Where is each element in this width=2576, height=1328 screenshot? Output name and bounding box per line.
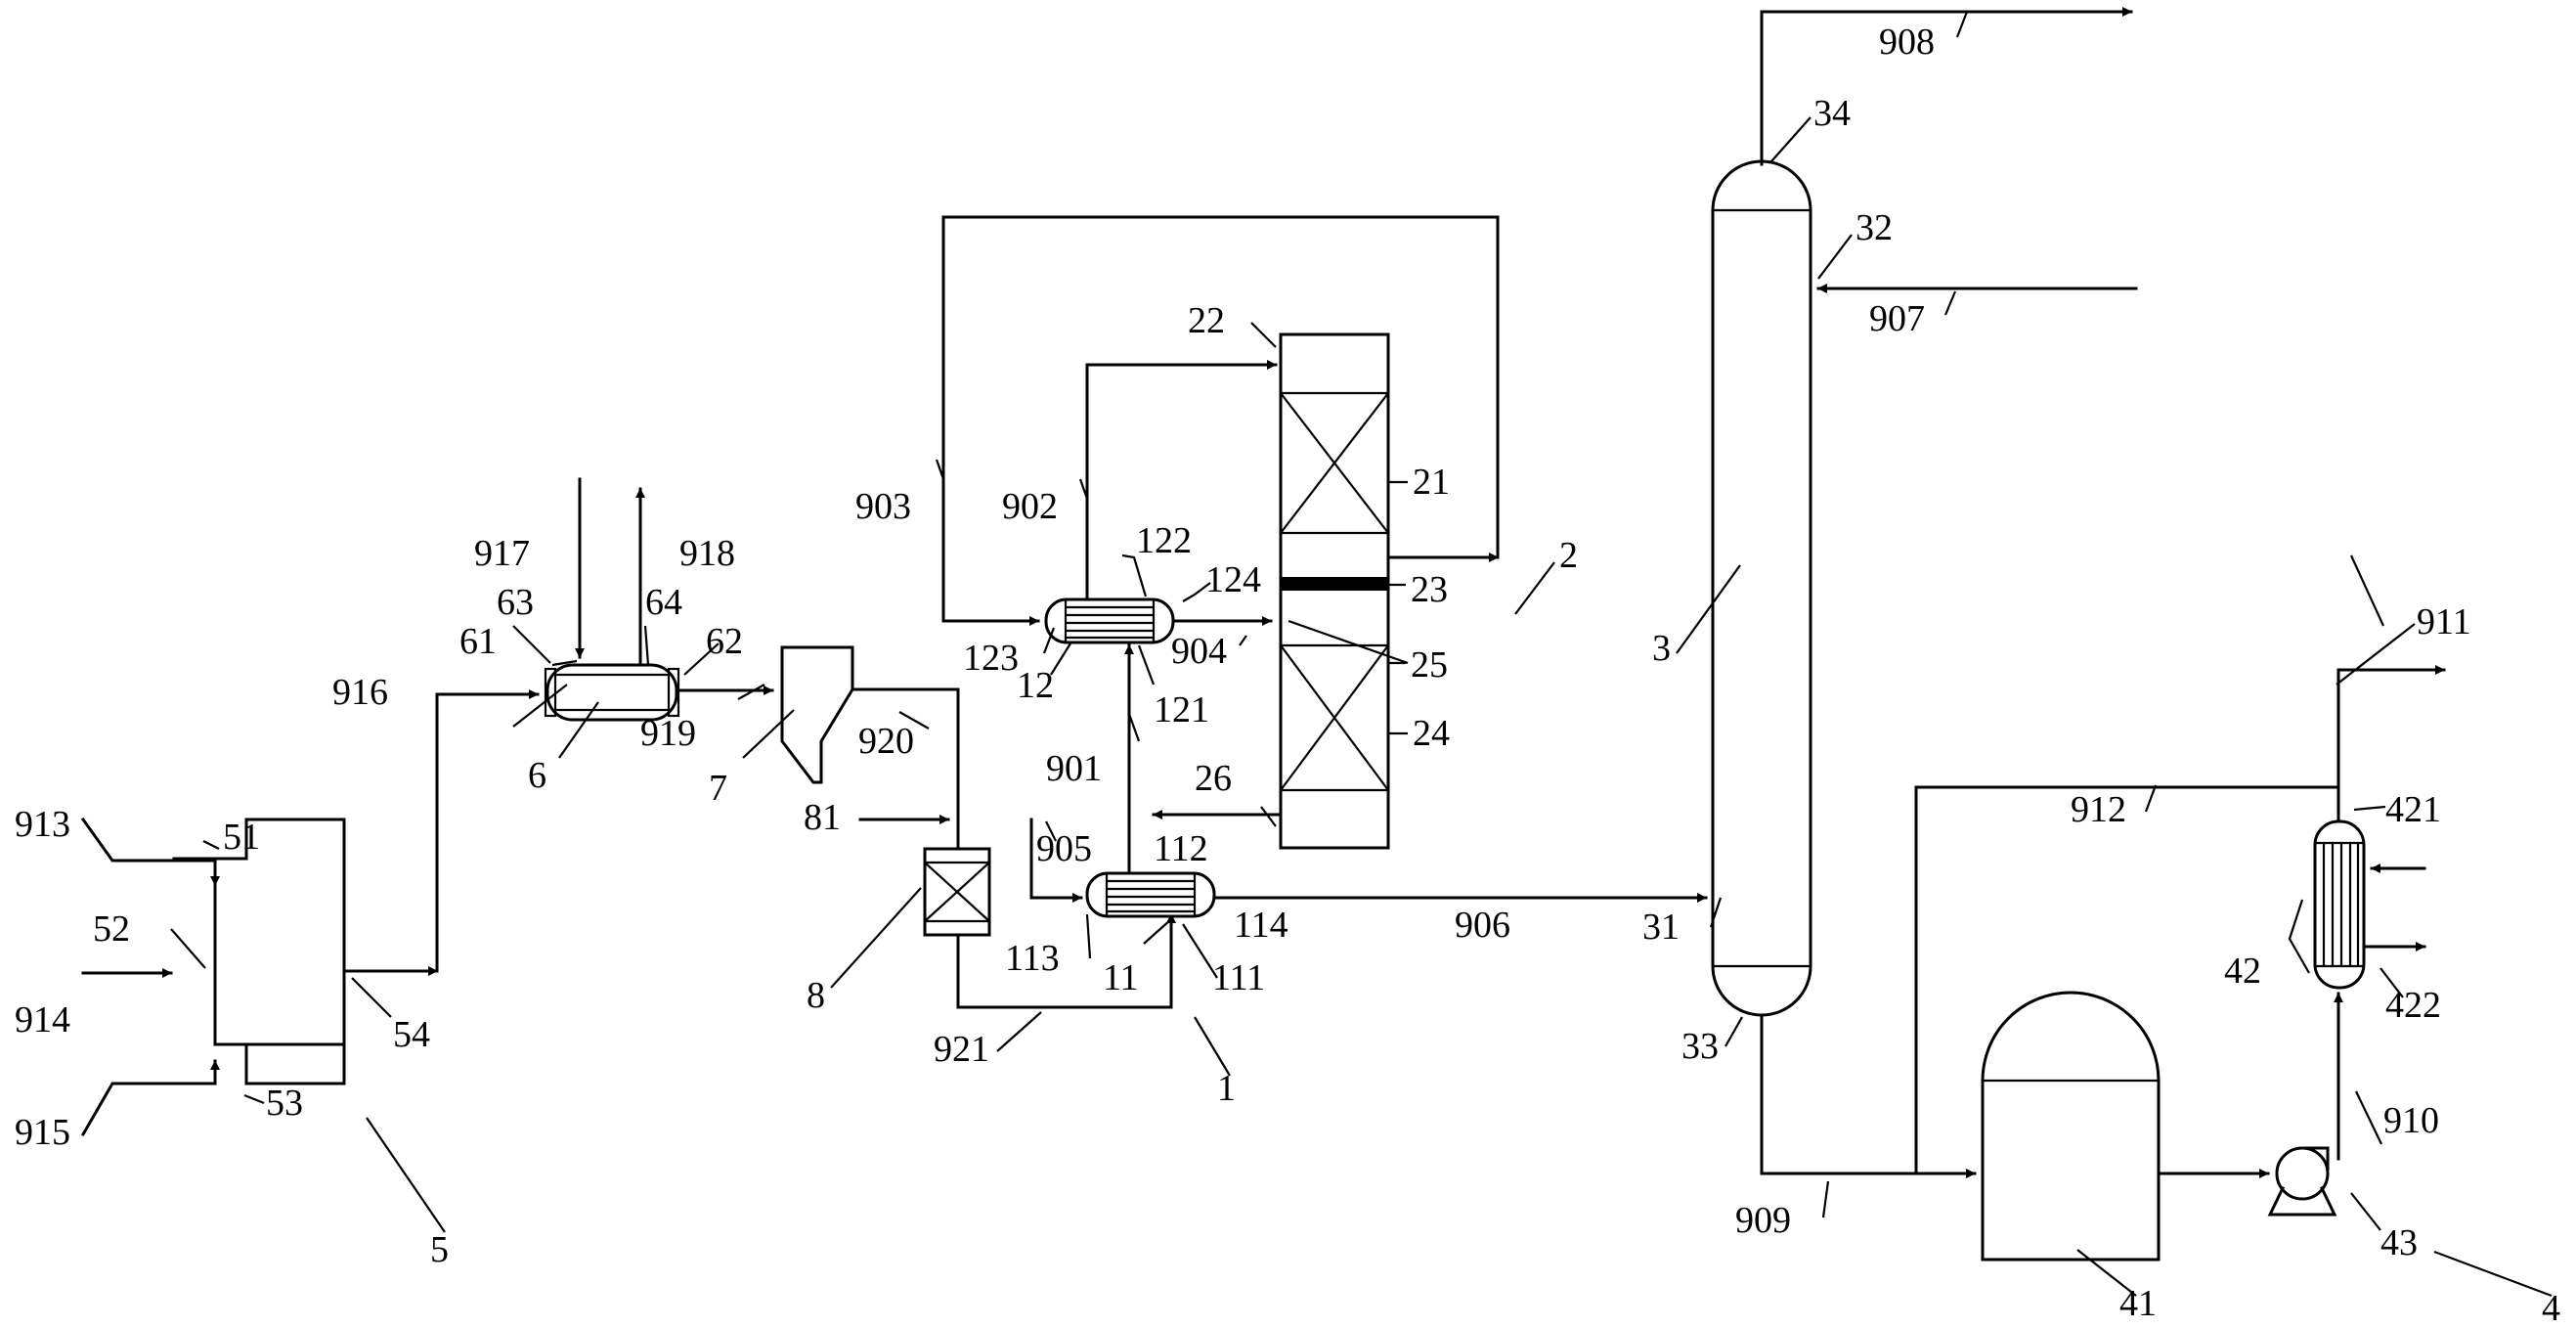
label-422: 422 [2385, 985, 2441, 1026]
label-42: 42 [2224, 951, 2261, 992]
label-25: 25 [1411, 644, 1448, 686]
label-918: 918 [679, 533, 735, 574]
reactor-2 [1279, 332, 1390, 850]
label-5: 5 [430, 1229, 449, 1270]
line-902 [1085, 360, 1278, 601]
label-912: 912 [2071, 789, 2126, 830]
label-8: 8 [807, 975, 825, 1016]
label-111: 111 [1212, 957, 1265, 998]
leader-lines [170, 11, 2553, 1298]
label-64: 64 [645, 582, 682, 623]
unit-5-furnace [172, 818, 346, 1085]
line-921 [956, 912, 1176, 1009]
label-54: 54 [393, 1014, 430, 1055]
label-112: 112 [1154, 828, 1208, 869]
label-23: 23 [1411, 569, 1448, 610]
label-122: 122 [1136, 520, 1192, 561]
label-906: 906 [1455, 905, 1510, 946]
label-22: 22 [1188, 300, 1225, 341]
line-905 [1029, 818, 1083, 903]
line-911 [2336, 665, 2446, 789]
lines-421-422 [2362, 863, 2426, 952]
label-913: 913 [15, 804, 70, 845]
label-1: 1 [1217, 1068, 1236, 1109]
bed-unit-8 [923, 847, 991, 937]
label-4: 4 [2542, 1288, 2560, 1328]
heat-exchanger-42 [2313, 819, 2366, 990]
label-921: 921 [934, 1029, 989, 1070]
label-114: 114 [1234, 905, 1288, 946]
label-21: 21 [1413, 462, 1450, 503]
heat-exchanger-12 [1044, 598, 1175, 644]
label-6: 6 [528, 755, 546, 796]
label-919: 919 [640, 713, 696, 754]
label-904: 904 [1171, 631, 1227, 672]
label-907: 907 [1869, 298, 1925, 339]
feed-lines-913-914-915 [80, 817, 220, 1137]
label-916: 916 [332, 672, 388, 713]
line-903 [941, 215, 1500, 626]
label-911: 911 [2417, 601, 2471, 642]
label-43: 43 [2380, 1222, 2418, 1263]
pump-43 [2267, 1146, 2337, 1217]
line-908 [1760, 7, 2133, 166]
label-908: 908 [1879, 22, 1935, 63]
label-902: 902 [1002, 486, 1058, 527]
label-915: 915 [15, 1112, 70, 1153]
label-903: 903 [855, 486, 911, 527]
label-51: 51 [223, 817, 260, 858]
label-910: 910 [2383, 1100, 2439, 1141]
label-124: 124 [1205, 559, 1261, 600]
label-920: 920 [858, 721, 914, 762]
label-905: 905 [1036, 828, 1092, 869]
column-3 [1711, 159, 1812, 1017]
heat-exchanger-6 [544, 663, 680, 722]
label-34: 34 [1813, 93, 1851, 134]
line-920 [851, 687, 960, 851]
label-32: 32 [1856, 207, 1893, 248]
label-24: 24 [1413, 713, 1450, 754]
label-123: 123 [963, 638, 1019, 679]
label-909: 909 [1735, 1200, 1791, 1241]
line-909 [1760, 1013, 1977, 1178]
label-121: 121 [1154, 689, 1209, 730]
label-11: 11 [1103, 957, 1139, 998]
label-31: 31 [1642, 907, 1680, 948]
label-62: 62 [706, 621, 743, 662]
label-63: 63 [497, 582, 534, 623]
label-61: 61 [459, 621, 497, 662]
label-26: 26 [1195, 758, 1232, 799]
line-912 [1914, 785, 2340, 1175]
drum-41 [1981, 991, 2161, 1262]
reference-labels: 1 11 111 112 113 114 12 121 122 123 124 … [15, 22, 2560, 1328]
lines-917-918 [575, 477, 645, 667]
cyclone-7 [780, 645, 854, 784]
label-914: 914 [15, 999, 70, 1040]
label-52: 52 [93, 908, 130, 950]
heat-exchanger-11 [1085, 871, 1216, 918]
label-113: 113 [1005, 938, 1060, 979]
reactor-separator-23 [1281, 577, 1388, 591]
label-901: 901 [1046, 748, 1102, 789]
label-53: 53 [266, 1083, 303, 1124]
label-421: 421 [2385, 789, 2441, 830]
label-81: 81 [804, 797, 841, 838]
label-2: 2 [1559, 535, 1578, 576]
label-917: 917 [474, 533, 530, 574]
label-3: 3 [1652, 628, 1671, 669]
label-33: 33 [1681, 1026, 1719, 1067]
label-41: 41 [2119, 1283, 2157, 1324]
label-12: 12 [1017, 665, 1054, 706]
label-7: 7 [709, 768, 727, 809]
line-916 [342, 689, 540, 976]
